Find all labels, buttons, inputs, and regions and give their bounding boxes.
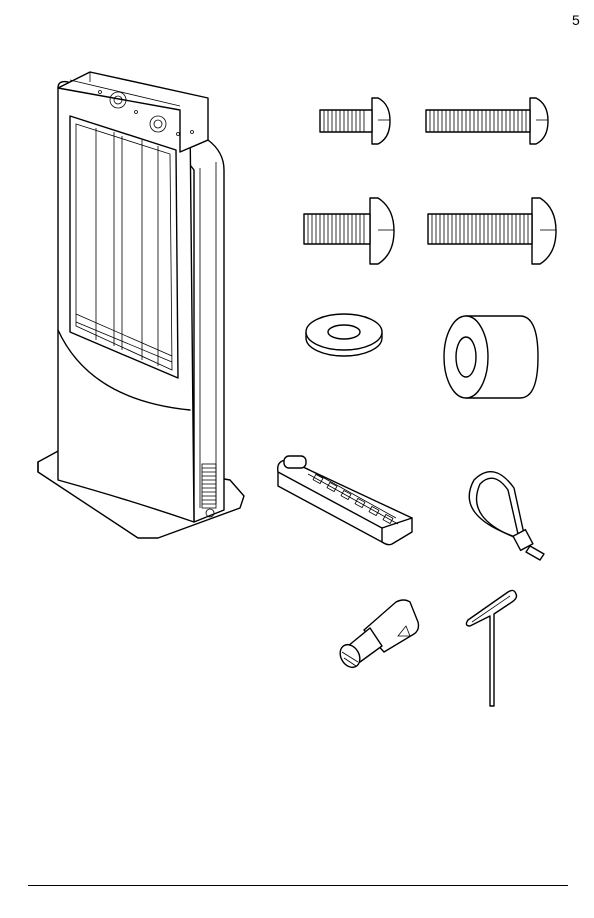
kiosk-stand-icon [30, 60, 260, 550]
washer-icon [302, 310, 386, 360]
key-icon [334, 596, 424, 676]
screw-icon [316, 94, 396, 148]
page-number: 5 [572, 12, 580, 28]
power-strip-icon [272, 452, 422, 552]
cable-tie-icon [464, 466, 554, 566]
screw-icon [424, 194, 564, 268]
footer-rule [28, 885, 568, 886]
spacer-icon [440, 310, 544, 406]
screw-icon [422, 94, 554, 148]
hex-key-icon [462, 586, 526, 712]
screw-icon [300, 194, 400, 268]
